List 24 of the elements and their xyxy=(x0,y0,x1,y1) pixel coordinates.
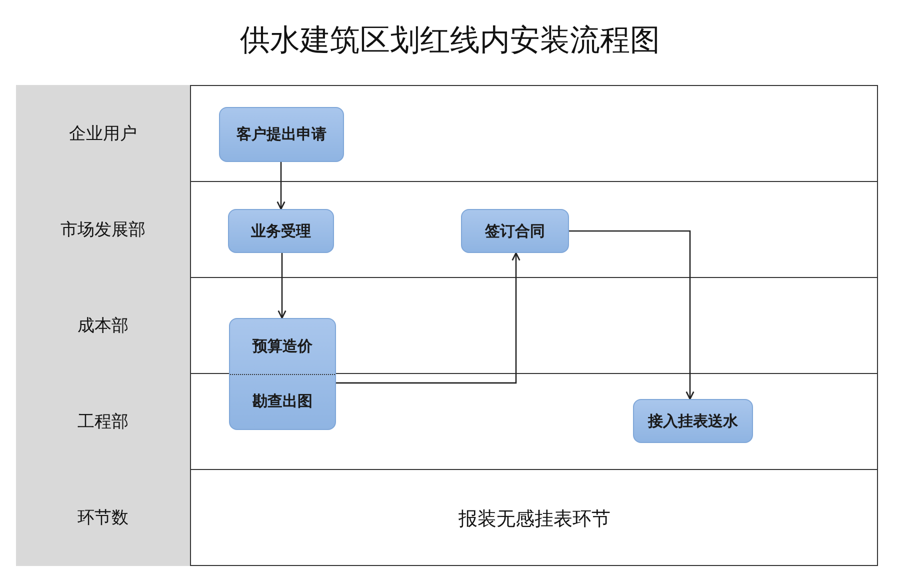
process-label: 客户提出申请 xyxy=(236,125,326,144)
row-note: 报装无感挂表环节 xyxy=(458,508,612,532)
process-label: 预算造价 xyxy=(252,337,312,356)
lane-title: 市场发展部 xyxy=(60,219,146,241)
arrow xyxy=(278,253,286,319)
lane-title: 环节数 xyxy=(78,507,128,529)
process-box xyxy=(219,107,344,162)
process-box xyxy=(461,209,569,253)
process-label: 签订合同 xyxy=(485,222,545,240)
process-label: 接入挂表送水 xyxy=(648,412,738,430)
lane-header-cell xyxy=(16,469,191,566)
process-box xyxy=(633,399,753,443)
process-box xyxy=(228,209,334,253)
process-label: 业务受理 xyxy=(251,222,311,240)
lane-title: 工程部 xyxy=(78,411,128,433)
diagram-title: 供水建筑区划红线内安装流程图 xyxy=(239,23,661,59)
lane-header-cell xyxy=(16,85,191,182)
process-label: 勘查出图 xyxy=(252,392,312,411)
process-box xyxy=(229,318,336,430)
arrow xyxy=(569,230,694,400)
arrow xyxy=(336,252,520,384)
arrow xyxy=(276,162,286,210)
lane-title: 成本部 xyxy=(78,315,128,337)
lane-title: 企业用户 xyxy=(69,123,137,145)
